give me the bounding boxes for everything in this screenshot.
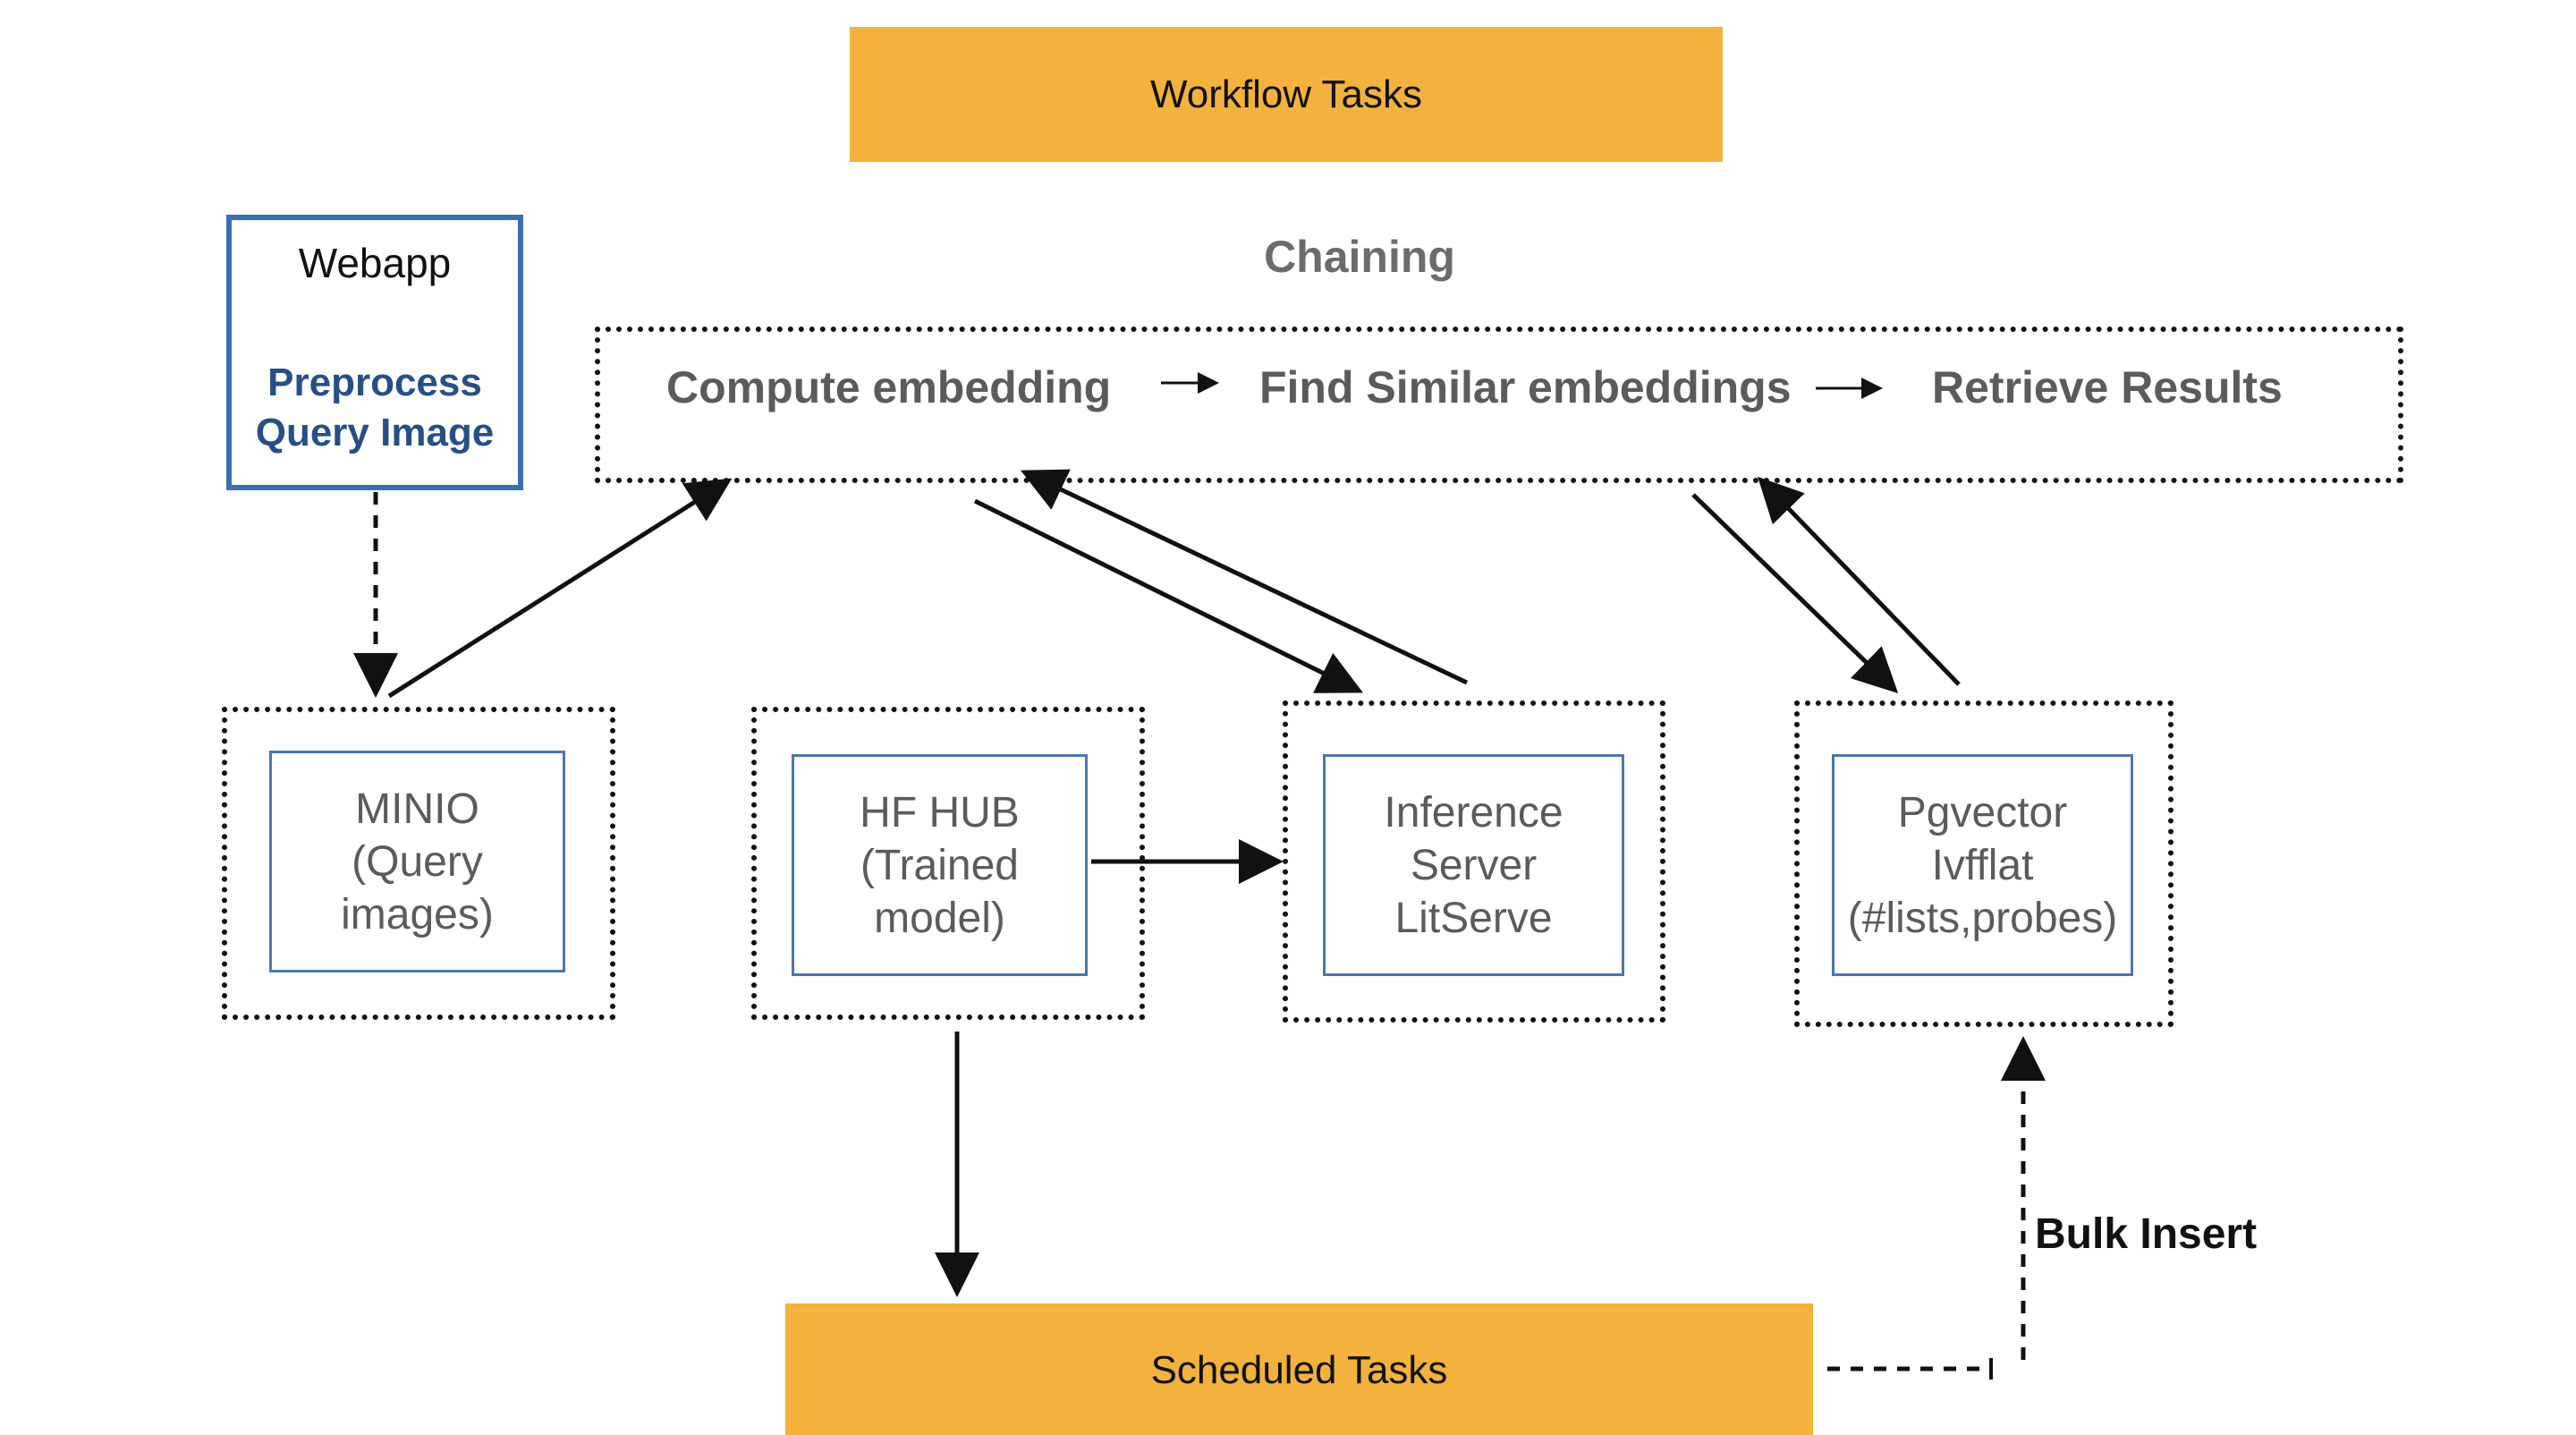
- webapp-subtitle-line1: Preprocess: [267, 361, 482, 404]
- hf-hub-box: HF HUB (Trained model): [792, 754, 1088, 976]
- webapp-subtitle: Preprocess Query Image: [232, 354, 518, 462]
- minio-box: MINIO (Query images): [269, 751, 565, 972]
- chain-step-find-similar: Find Similar embeddings: [1259, 362, 1792, 412]
- workflow-tasks-banner: Workflow Tasks: [850, 27, 1723, 162]
- inference-to-chain-arrow: [1020, 469, 1469, 685]
- chaining-box: [595, 327, 2403, 483]
- webapp-subtitle-line2: Query Image: [255, 411, 495, 454]
- webapp-box: Webapp Preprocess Query Image: [226, 215, 523, 490]
- bulk-insert-label: Bulk Insert: [2035, 1210, 2258, 1258]
- pgvector-box: Pgvector Ivfflat (#lists,probes): [1832, 754, 2133, 976]
- inference-server-box: Inference Server LitServe: [1323, 754, 1624, 976]
- workflow-tasks-label: Workflow Tasks: [1149, 72, 1422, 116]
- scheduled-tasks-label: Scheduled Tasks: [1150, 1348, 1448, 1392]
- pgvector-to-chain-arrow: [1758, 476, 1961, 686]
- chain-to-pgvector-arrow: [1691, 493, 1899, 693]
- chain-to-inference-arrow: [973, 498, 1363, 693]
- chain-step-compute: Compute embedding: [666, 362, 1112, 412]
- chaining-label: Chaining: [1264, 232, 1455, 282]
- scheduled-tasks-banner: Scheduled Tasks: [785, 1303, 1813, 1435]
- chain-step-retrieve: Retrieve Results: [1932, 362, 2283, 412]
- webapp-title: Webapp: [298, 240, 452, 286]
- minio-to-chain-arrow: [387, 478, 733, 699]
